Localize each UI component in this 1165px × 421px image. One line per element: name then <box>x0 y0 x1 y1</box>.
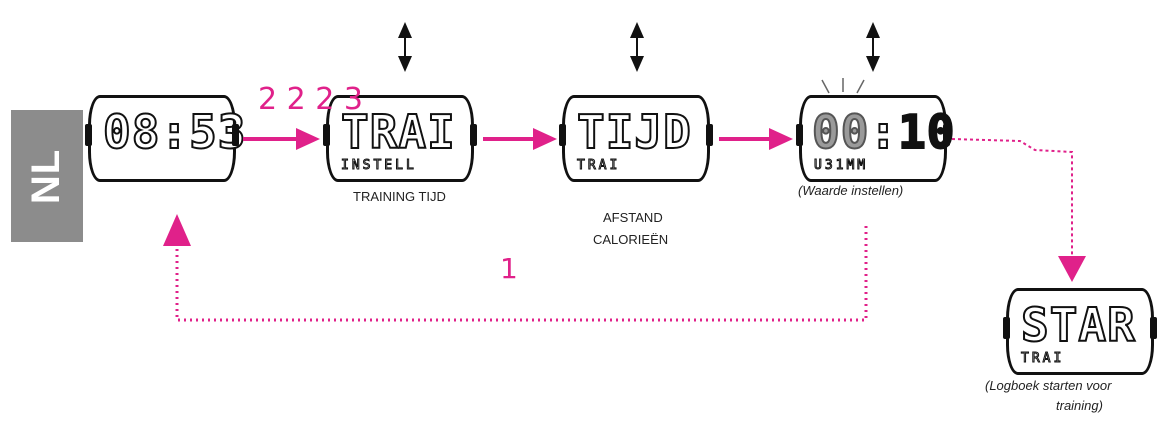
watch-main-value: 00:10 <box>811 105 955 159</box>
language-tab-nl: NL <box>11 110 83 242</box>
watch-screen-tijd: TIJD TRAI <box>559 95 713 182</box>
step-marker-2223: 2 2 2 3 <box>258 82 363 117</box>
watch-sub-text: U31MM <box>813 158 869 174</box>
watch-main-text: STAR <box>1020 298 1136 352</box>
watch-main-text: TRAI <box>340 105 456 159</box>
up-down-arrow-icon <box>630 22 644 72</box>
watch-screen-value: 00:10 U31MM <box>796 95 955 182</box>
watch-sub-text: TRAI <box>576 158 621 174</box>
label-calorieen: CALORIEËN <box>593 232 669 247</box>
right-arrow-icon <box>483 128 557 150</box>
watch-value-separator: : <box>868 105 899 159</box>
watch-sub-text: INSTELL <box>341 158 417 174</box>
watch-value-blinking: 00 <box>811 105 870 159</box>
watch-sub-text: TRAI <box>1020 351 1065 367</box>
down-arrow-icon <box>951 138 1086 282</box>
label-waarde-instellen: (Waarde instellen) <box>798 183 904 198</box>
label-logboek-line1: (Logboek starten voor <box>985 378 1112 393</box>
step-marker-1: 1 <box>500 252 518 285</box>
label-training-tijd: TRAINING TIJD <box>353 189 446 204</box>
right-arrow-icon <box>719 128 793 150</box>
watch-screen-training: TRAI INSTELL <box>323 95 477 182</box>
watch-screen-start: STAR TRAI <box>1003 288 1157 375</box>
return-arrow-icon <box>163 214 868 322</box>
up-down-arrow-icon <box>866 22 880 72</box>
label-afstand: AFSTAND <box>603 210 663 225</box>
right-arrow-icon <box>243 128 320 150</box>
watch-screen-time: 08:53 <box>85 95 246 182</box>
label-logboek-line2: training) <box>1056 398 1103 413</box>
watch-main-text: TIJD <box>576 105 692 159</box>
up-down-arrow-icon <box>398 22 412 72</box>
